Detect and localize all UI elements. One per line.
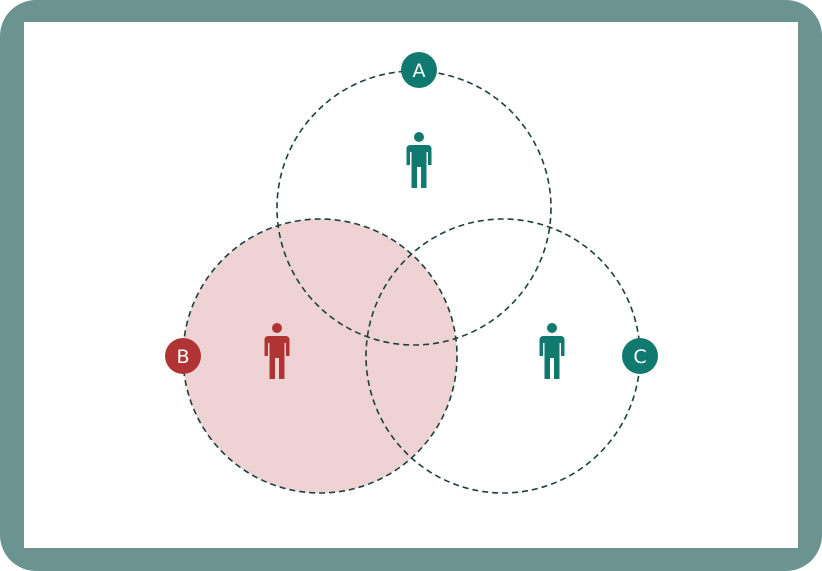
badge-b-label: B [176, 346, 189, 368]
badge-c: C [622, 338, 658, 374]
badge-a-label: A [413, 60, 426, 82]
circle-b-fill [183, 219, 457, 493]
badge-b: B [165, 338, 201, 374]
badge-c-label: C [633, 346, 646, 368]
badge-a: A [401, 52, 437, 88]
